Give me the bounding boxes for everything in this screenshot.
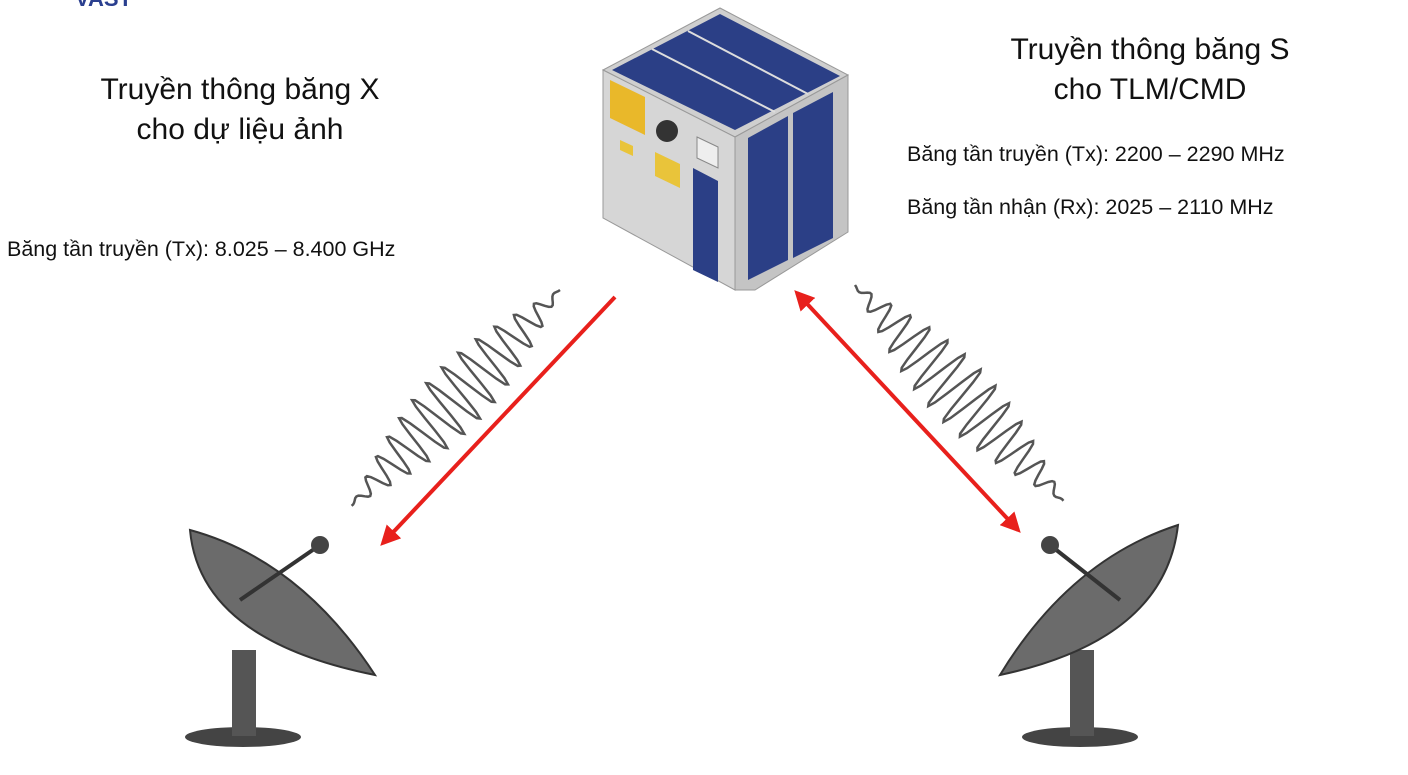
x-band-title-line2: cho dự liệu ảnh [136,113,344,146]
x-band-downlink-arrow [380,295,617,546]
ground-station-dish-left-icon [185,528,378,747]
x-band-title: Truyền thông băng X cho dự liệu ảnh [60,70,420,150]
s-band-bidirectional-arrow [794,290,1021,533]
ground-station-dish-right-icon [997,523,1180,747]
s-band-wave-icon [853,284,1065,502]
s-band-title: Truyền thông băng S cho TLM/CMD [970,30,1330,110]
x-band-tx: Băng tần truyền (Tx): 8.025 – 8.400 GHz [7,237,396,261]
s-band-title-line1: Truyền thông băng S [1010,33,1290,66]
x-band-title-line1: Truyền thông băng X [100,73,380,106]
satellite-icon [601,7,850,291]
s-band-title-line2: cho TLM/CMD [1053,73,1247,106]
s-band-rx: Băng tần nhận (Rx): 2025 – 2110 MHz [907,195,1274,219]
x-band-wave-icon [350,288,561,507]
s-band-tx: Băng tần truyền (Tx): 2200 – 2290 MHz [907,142,1285,166]
logo: VAST [75,0,132,12]
